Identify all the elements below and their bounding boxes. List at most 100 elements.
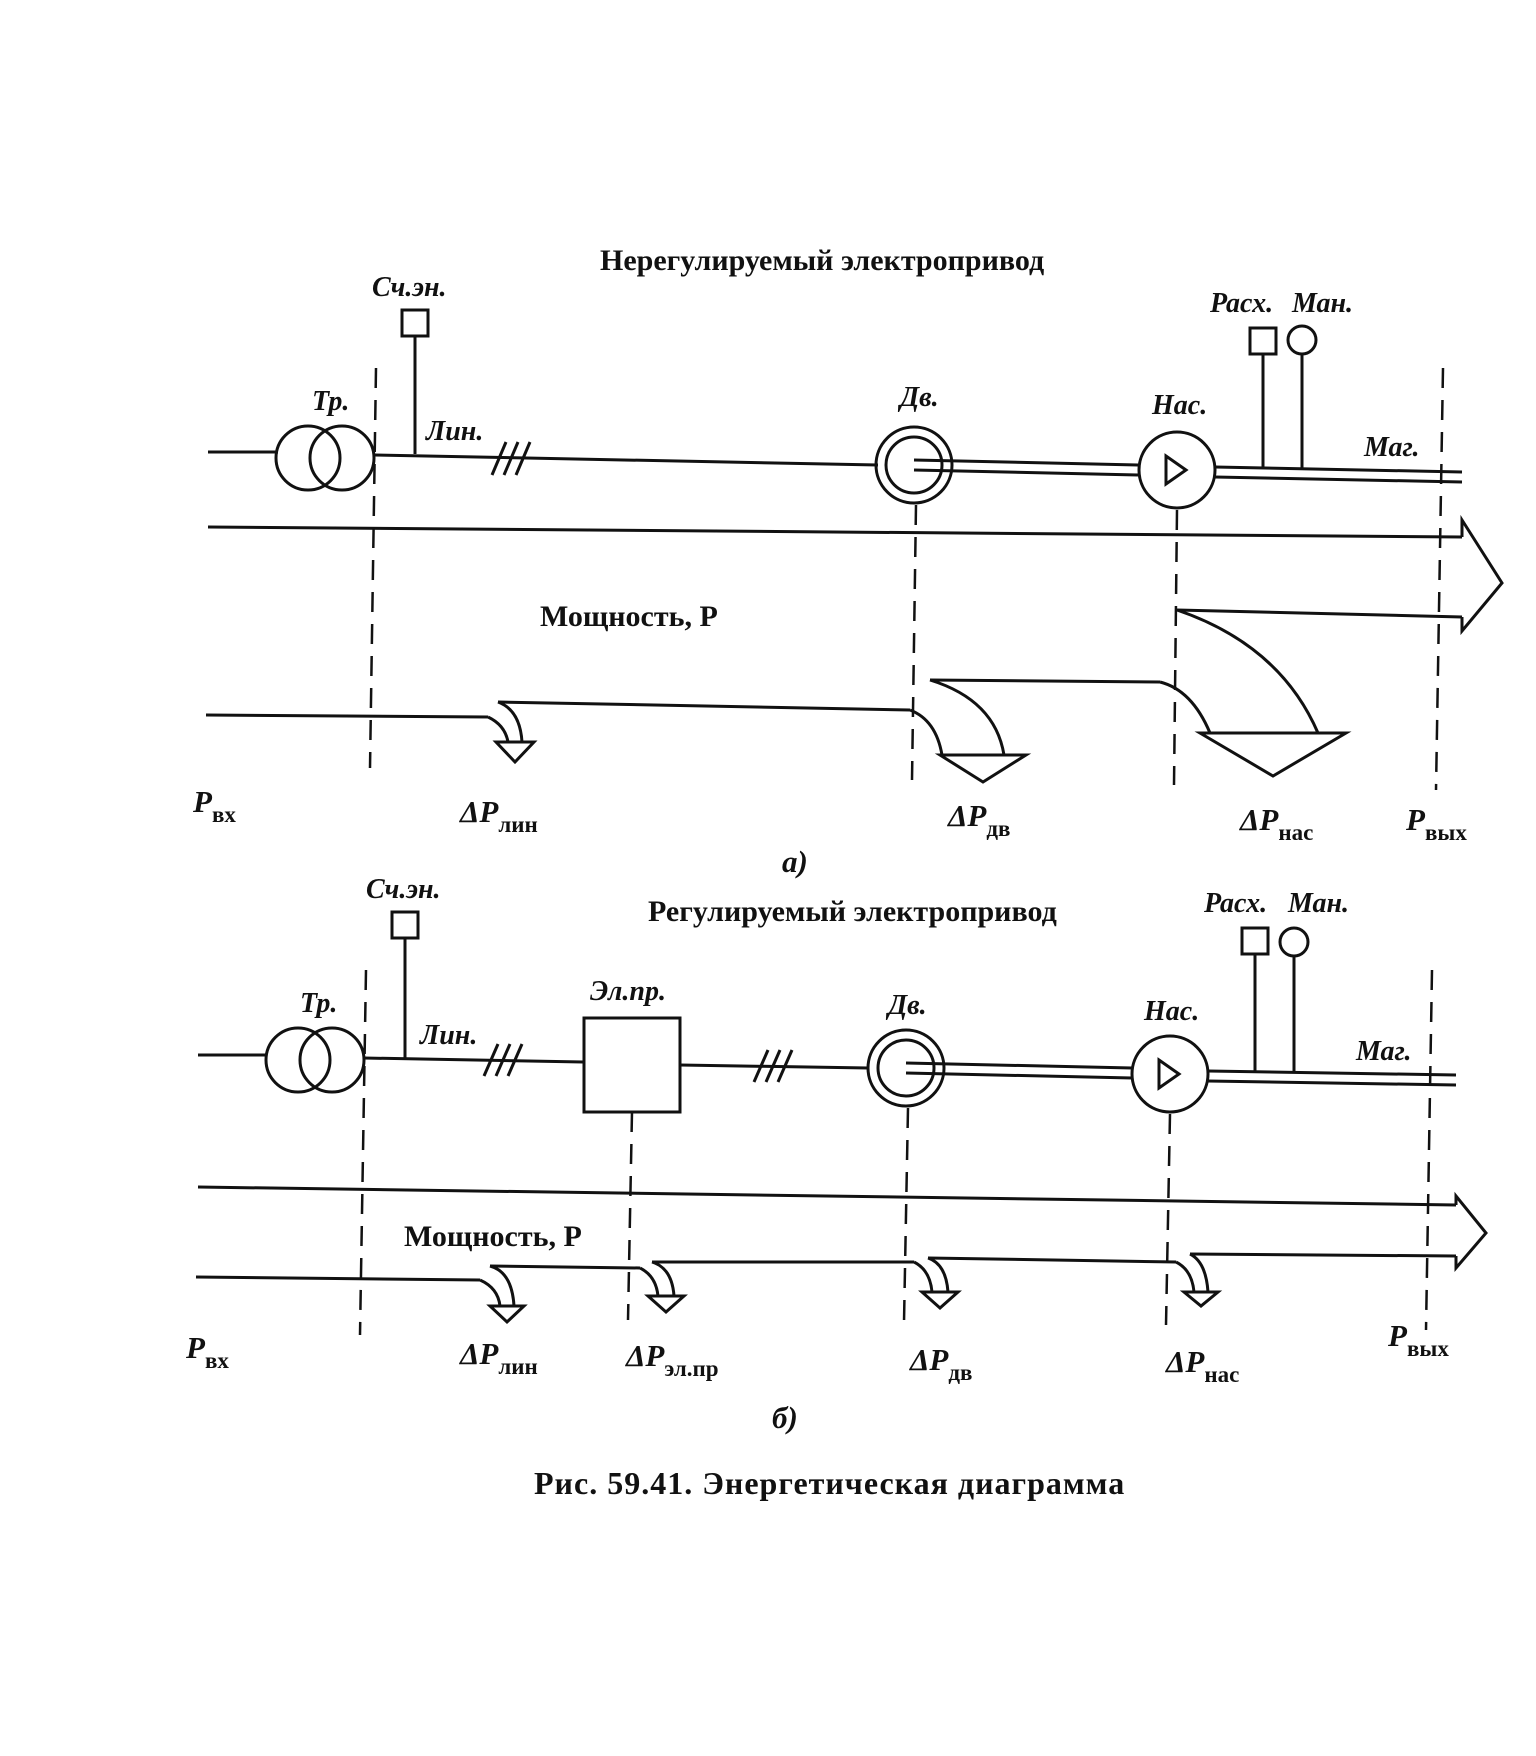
loss-motor-b-sub: дв	[948, 1360, 972, 1385]
boundary-output-b	[1424, 969, 1434, 1331]
loss-pump-a-main: ΔP	[1238, 802, 1279, 837]
energy-meter-symbol-b	[390, 910, 420, 1058]
power-label-a: Мощность, P	[540, 600, 718, 633]
transformer-label-b: Тр.	[300, 988, 337, 1019]
loss-arrow-pump	[1194, 731, 1352, 778]
loss-arrow-line	[492, 740, 538, 765]
boundary-pump-b	[1164, 1113, 1172, 1326]
loss-line-b-sub: лин	[498, 1354, 537, 1379]
p-out-b: Pвых	[1387, 1318, 1449, 1361]
output-arrow	[1460, 514, 1504, 636]
loss-drive-b: ΔPэл.пр	[624, 1338, 719, 1381]
loss-pump-b: ΔPнас	[1164, 1344, 1239, 1387]
p-out-b-main: P	[1387, 1318, 1408, 1353]
manometer-label-b: Ман.	[1287, 888, 1349, 919]
power-flow-top-b	[197, 1185, 1457, 1207]
flowmeter-label-b: Расх.	[1203, 888, 1267, 919]
line-label: Лин.	[425, 416, 483, 447]
boundary-transformer-b	[358, 969, 368, 1336]
energy-meter-symbol	[400, 308, 430, 454]
power-label-b-text: Мощность, P	[404, 1220, 582, 1253]
boundary-motor-b	[902, 1107, 910, 1323]
boundary-drive-b	[626, 1111, 634, 1321]
diagram-b: Регулируемый электропривод Тр. Лин. Сч.э…	[185, 874, 1488, 1435]
flowmeter-symbol-b	[1240, 926, 1270, 1072]
motor-label: Дв.	[897, 382, 939, 413]
p-in-a: Pвх	[192, 784, 236, 827]
loss-arrow-line-b	[486, 1304, 528, 1325]
main-pipeline-b	[1207, 1069, 1457, 1087]
loss-arrow-motor-b	[918, 1290, 962, 1311]
boundary-output	[1434, 367, 1445, 791]
boundary-transformer	[368, 367, 378, 769]
part-label-b: б)	[772, 1400, 798, 1435]
part-label-a: а)	[782, 844, 808, 879]
p-in-b-main: P	[185, 1330, 206, 1365]
main-pipeline	[1214, 465, 1463, 484]
diagram-a-title: Нерегулируемый электропривод	[600, 244, 1044, 277]
loss-flow-line-b	[195, 1252, 1457, 1307]
main-pipe-label: Маг.	[1363, 432, 1419, 463]
main-pipe-label-b: Маг.	[1355, 1036, 1411, 1067]
motor-symbol	[874, 425, 1139, 505]
p-out-a: Pвых	[1405, 802, 1467, 845]
p-in-a-sub: вх	[212, 802, 236, 827]
power-line-b	[363, 1056, 584, 1064]
motor-label-b: Дв.	[885, 990, 927, 1021]
flowmeter-symbol	[1248, 326, 1278, 468]
power-label-b: Мощность, P	[404, 1220, 582, 1253]
electric-drive-label: Эл.пр.	[590, 976, 666, 1007]
manometer-symbol	[1286, 324, 1318, 468]
p-in-b-sub: вх	[205, 1348, 229, 1373]
power-line	[373, 453, 879, 467]
transformer-symbol-b	[264, 1026, 366, 1094]
electric-drive-box	[582, 1016, 682, 1114]
three-phase-mark-b1	[482, 1043, 524, 1077]
pump-symbol	[1137, 430, 1217, 510]
pump-label-b: Нас.	[1143, 996, 1199, 1027]
loss-line-a: ΔPлин	[458, 794, 538, 837]
power-label-a-text: Мощность, P	[540, 600, 718, 633]
manometer-label: Ман.	[1291, 288, 1353, 319]
diagram-a: Нерегулируемый электропривод Тр. Лин. Сч…	[192, 244, 1504, 879]
flowmeter-label: Расх.	[1209, 288, 1273, 319]
loss-flow-line	[205, 608, 1320, 756]
loss-pump-b-sub: нас	[1204, 1362, 1239, 1387]
loss-motor-a-main: ΔP	[946, 798, 987, 833]
p-in-b: Pвх	[185, 1330, 229, 1373]
loss-arrow-drive-b	[644, 1294, 688, 1315]
loss-arrow-pump-b	[1179, 1290, 1223, 1308]
power-flow-band	[207, 520, 1464, 619]
pump-symbol-b	[1130, 1034, 1210, 1114]
loss-line-b-main: ΔP	[458, 1336, 499, 1371]
loss-drive-b-sub: эл.пр	[664, 1356, 718, 1381]
line-label-b: Лин.	[419, 1020, 477, 1051]
loss-motor-b: ΔPдв	[908, 1342, 972, 1385]
loss-pump-a: ΔPнас	[1238, 802, 1313, 845]
loss-pump-a-sub: нас	[1278, 820, 1313, 845]
pump-label: Нас.	[1151, 390, 1207, 421]
loss-line-a-sub: лин	[498, 812, 537, 837]
energy-meter-label: Сч.эн.	[372, 272, 447, 303]
manometer-symbol-b	[1278, 926, 1310, 1072]
output-arrow-b	[1454, 1191, 1488, 1273]
p-out-a-sub: вых	[1425, 820, 1467, 845]
diagram-b-title: Регулируемый электропривод	[648, 895, 1057, 928]
p-in-a-main: P	[192, 784, 213, 819]
boundary-pump	[1172, 509, 1179, 786]
three-phase-mark-b2	[752, 1049, 794, 1083]
p-out-b-sub: вых	[1407, 1336, 1449, 1361]
p-out-a-main: P	[1405, 802, 1426, 837]
loss-line-a-main: ΔP	[458, 794, 499, 829]
energy-meter-label-b: Сч.эн.	[366, 874, 441, 905]
three-phase-mark	[490, 441, 532, 476]
loss-arrow-motor	[934, 753, 1032, 784]
loss-motor-a-sub: дв	[986, 816, 1010, 841]
loss-pump-b-main: ΔP	[1164, 1344, 1205, 1379]
loss-drive-b-main: ΔP	[624, 1338, 665, 1373]
transformer-symbol	[274, 424, 376, 492]
transformer-label: Тр.	[312, 386, 349, 417]
loss-motor-a: ΔPдв	[946, 798, 1010, 841]
